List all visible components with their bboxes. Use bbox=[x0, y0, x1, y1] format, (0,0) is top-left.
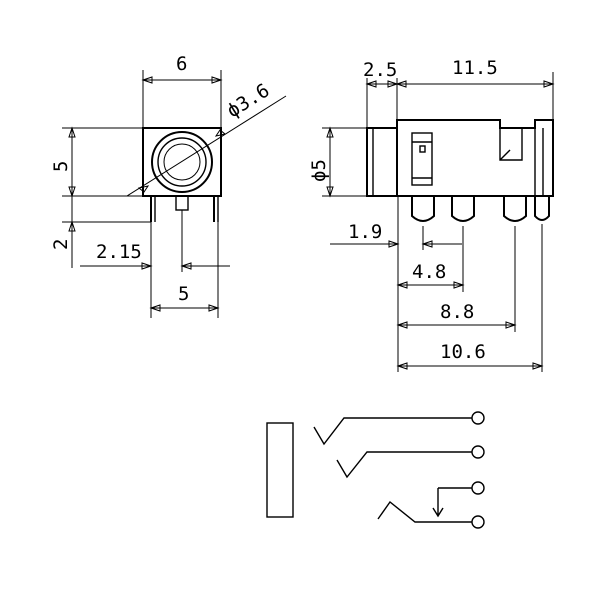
side-pin-1 bbox=[411, 196, 435, 222]
side-pin4-label: 10.6 bbox=[440, 341, 486, 363]
front-pin-length-label: 2 bbox=[50, 239, 72, 250]
side-pin3-label: 8.8 bbox=[440, 301, 474, 323]
side-pin2-label: 4.8 bbox=[412, 261, 446, 283]
schematic-switch-lever bbox=[432, 487, 472, 518]
side-pin1-label: 1.9 bbox=[348, 221, 382, 243]
schematic-contact-ring bbox=[336, 451, 472, 479]
front-pin-spacing-label: 5 bbox=[178, 283, 189, 305]
side-diameter-label: ϕ5 bbox=[308, 159, 330, 182]
front-height-label: 5 bbox=[50, 161, 72, 172]
front-hole-diameter-label: ϕ3.6 bbox=[223, 79, 273, 122]
side-window bbox=[411, 132, 433, 186]
side-body bbox=[396, 119, 554, 197]
front-view: 6 5 2 ϕ3.6 2.15 5 bbox=[50, 53, 287, 318]
side-collar-length-label: 2.5 bbox=[363, 59, 397, 81]
side-collar bbox=[366, 127, 398, 197]
side-pin-2 bbox=[451, 196, 475, 222]
schematic-plug bbox=[266, 422, 294, 518]
schematic-terminal-2 bbox=[471, 445, 485, 459]
front-hole-outer bbox=[151, 131, 213, 193]
schematic-terminal-4 bbox=[471, 515, 485, 529]
front-hole-core bbox=[163, 143, 201, 181]
side-view: ϕ5 2.5 11.5 1.9 4.8 8.8 bbox=[308, 57, 555, 372]
front-pin-offset-label: 2.15 bbox=[96, 241, 142, 263]
side-pin-3 bbox=[503, 196, 527, 222]
front-pin-center bbox=[175, 195, 189, 211]
schematic-contact-tip bbox=[313, 417, 472, 446]
schematic-contact-switch bbox=[377, 500, 472, 523]
front-width-label: 6 bbox=[176, 53, 187, 75]
side-pin-4 bbox=[534, 196, 550, 221]
schematic-terminal-3 bbox=[471, 481, 485, 495]
schematic bbox=[266, 411, 485, 529]
side-body-length-label: 11.5 bbox=[452, 57, 498, 79]
schematic-terminal-1 bbox=[471, 411, 485, 425]
front-hole-inner bbox=[157, 137, 207, 187]
